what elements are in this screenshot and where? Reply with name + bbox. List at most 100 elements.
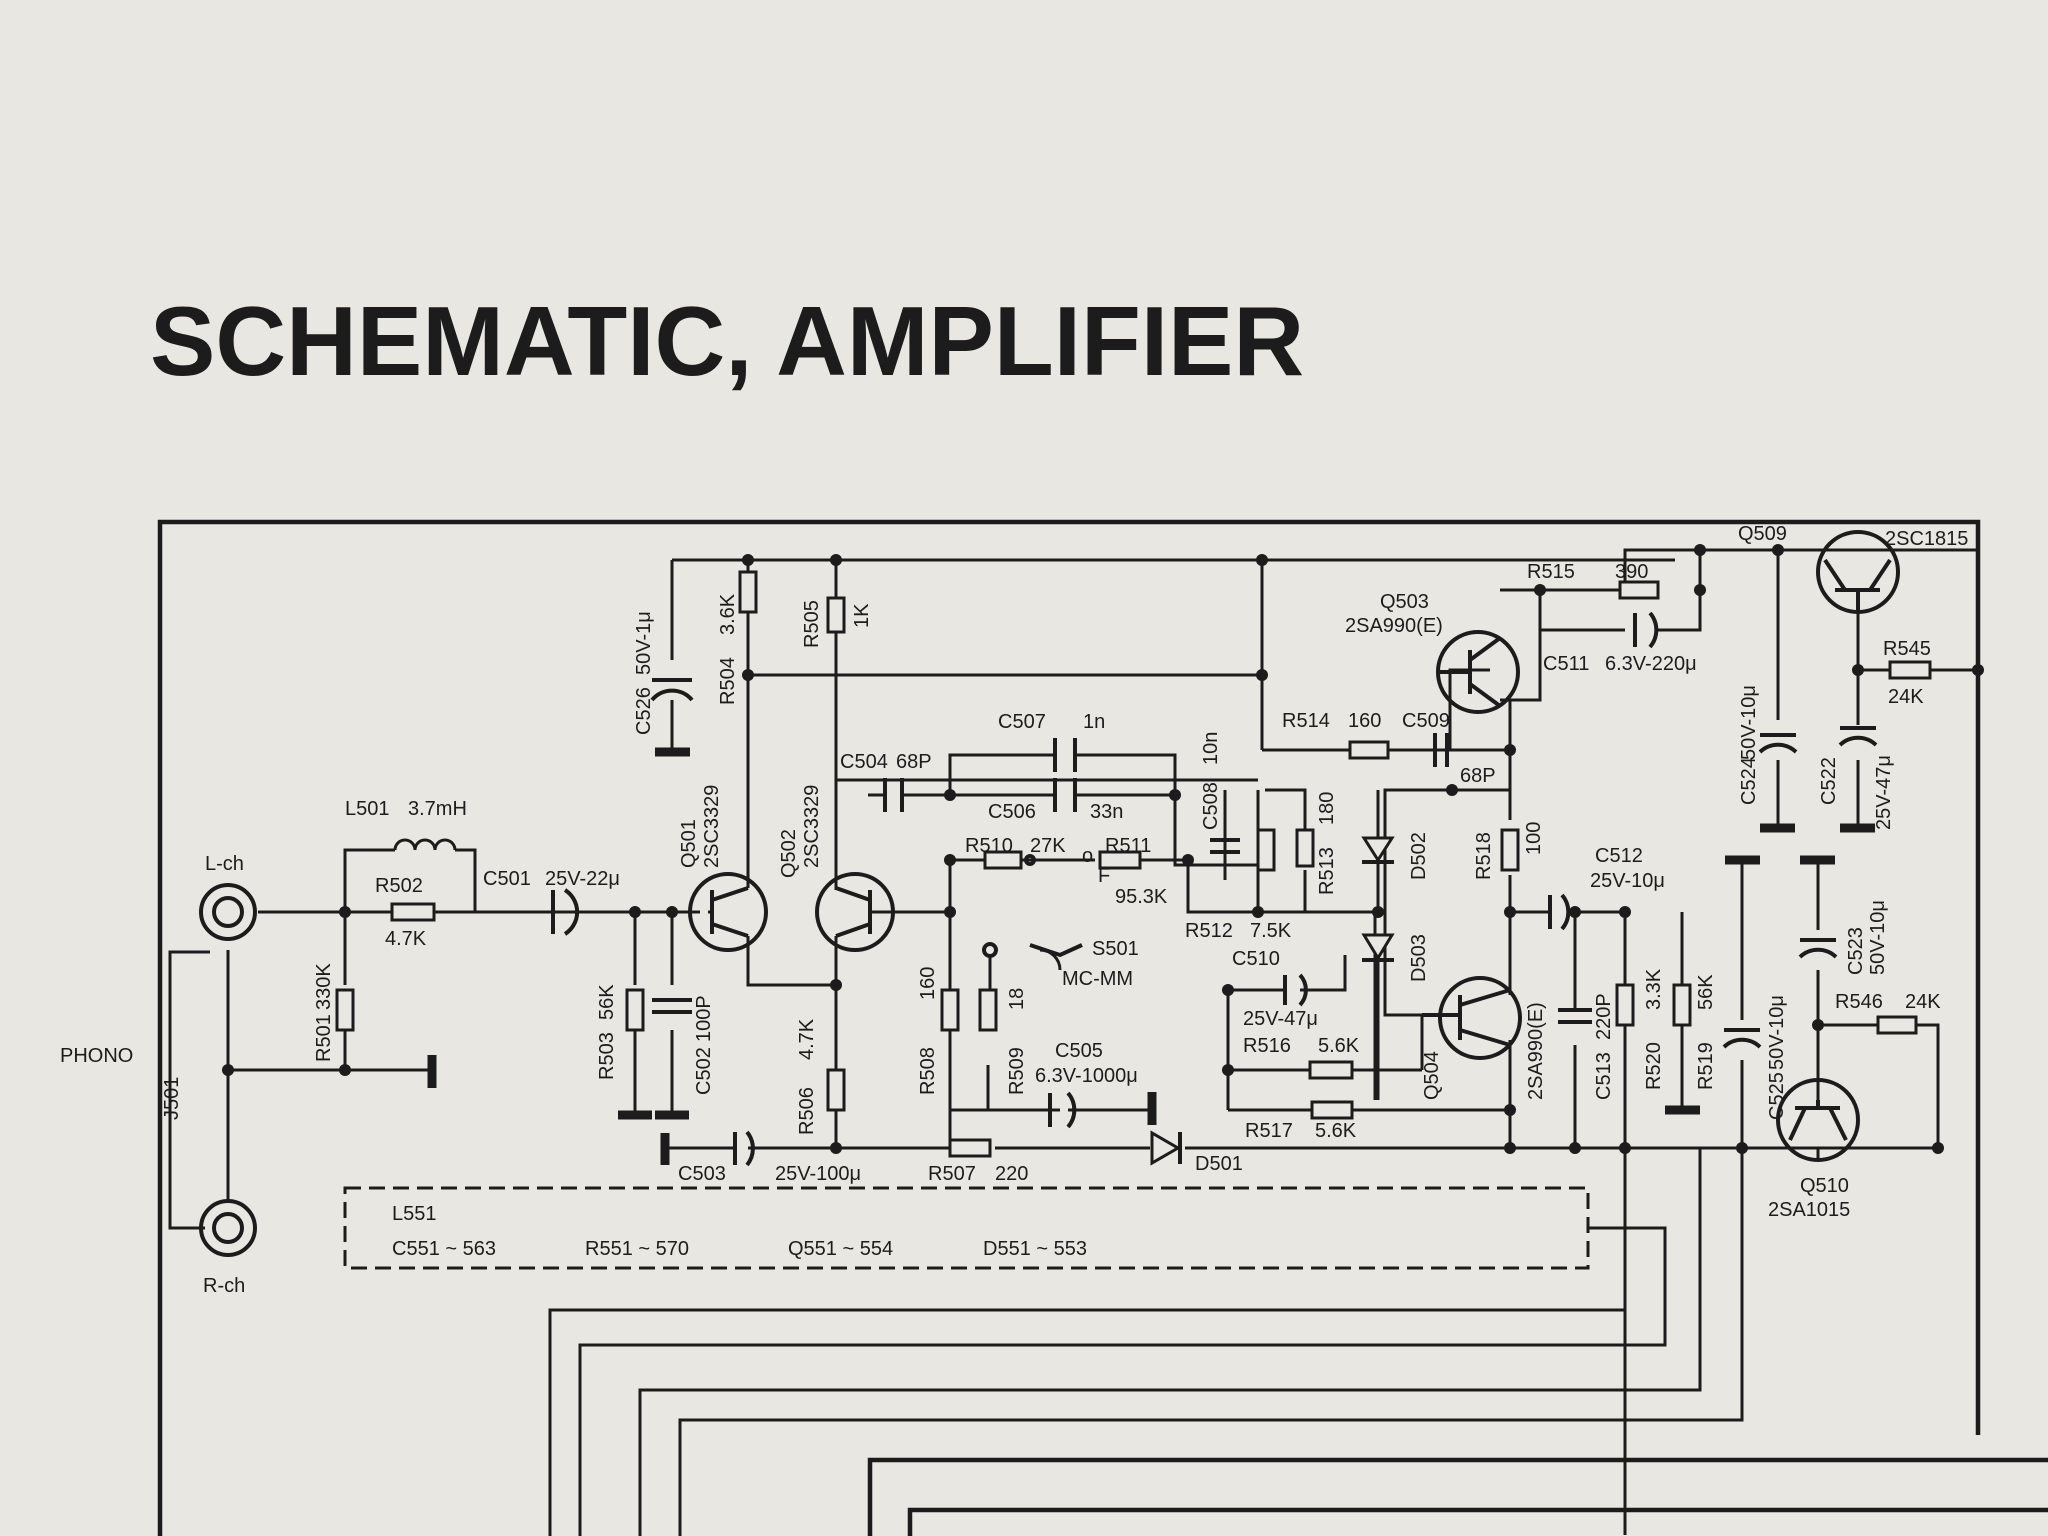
val-c525: 50V-10μ xyxy=(1766,995,1788,1070)
ref-c505: C505 xyxy=(1055,1040,1103,1062)
val-c526: 50V-1μ xyxy=(633,611,655,675)
ref-q502: Q502 xyxy=(778,829,800,878)
ref-r504: R504 xyxy=(717,657,739,705)
val-c501: 25V-22μ xyxy=(545,868,620,890)
rch-block xyxy=(343,1186,1590,1270)
ref-c501: C501 xyxy=(483,868,531,890)
lch-label: L-ch xyxy=(205,853,244,875)
val-c502: 100P xyxy=(693,995,715,1042)
ref-r509: R509 xyxy=(1006,1047,1028,1095)
ref-r501: R501 xyxy=(313,1014,335,1062)
ref-r505: R505 xyxy=(801,600,823,648)
ref-r515: R515 xyxy=(1527,561,1575,583)
switch-mark-mm: F xyxy=(1098,865,1110,887)
val-r506: 4.7K xyxy=(796,1018,818,1060)
val-c506: 33n xyxy=(1090,801,1123,823)
val-r509: 18 xyxy=(1006,988,1028,1010)
val-q510: 2SA1015 xyxy=(1768,1199,1850,1221)
val-q504: 2SA990(E) xyxy=(1525,1002,1547,1100)
ref-r511: R511 xyxy=(1105,835,1151,857)
ref-q503: Q503 xyxy=(1380,591,1429,613)
ref-c513: C513 xyxy=(1593,1052,1615,1100)
val-r504: 3.6K xyxy=(717,593,739,635)
phono-label: PHONO xyxy=(60,1045,133,1067)
ref-c522: C522 xyxy=(1818,757,1840,805)
ref-c525: C525 xyxy=(1766,1072,1788,1120)
val-c504: 68P xyxy=(896,751,932,773)
switch-mark-mc: o xyxy=(1082,845,1093,867)
val-r503: 56K xyxy=(596,984,618,1020)
val-r515: 390 xyxy=(1615,561,1648,583)
val-c503: 25V-100μ xyxy=(775,1163,861,1185)
transistor-q509 xyxy=(1816,530,1900,614)
ref-r502: R502 xyxy=(375,875,423,897)
val-q509: 2SC1815 xyxy=(1885,528,1968,550)
jack-label: J501 xyxy=(161,1077,183,1120)
inductor-l501 xyxy=(393,838,457,851)
ref-c503: C503 xyxy=(678,1163,726,1185)
ref-r510: R510 xyxy=(965,835,1013,857)
diodes xyxy=(1150,836,1395,1166)
transistor-q501 xyxy=(688,872,768,952)
val-r510: 27K xyxy=(1030,835,1066,857)
resistor-bodies xyxy=(335,570,1932,1158)
ref-r519: R519 xyxy=(1695,1042,1717,1090)
val-r519: 56K xyxy=(1695,974,1717,1010)
ref-c511: C511 xyxy=(1543,653,1589,675)
transistor-q503 xyxy=(1436,630,1520,714)
val-c507: 1n xyxy=(1083,711,1105,733)
ref-c507: C507 xyxy=(998,711,1046,733)
val-c508: 10n xyxy=(1200,732,1222,765)
val-r501: 330K xyxy=(313,963,335,1010)
rch-block-ref: L551 xyxy=(392,1203,437,1225)
val-c522: 25V-47μ xyxy=(1873,755,1895,830)
val-c523: 50V-10μ xyxy=(1867,900,1889,975)
ref-d503: D503 xyxy=(1408,934,1430,982)
rch-block-transistors: Q551 ~ 554 xyxy=(788,1238,893,1260)
val-r516: 5.6K xyxy=(1318,1035,1360,1057)
ground-bars xyxy=(427,747,1875,1165)
ref-q509: Q509 xyxy=(1738,523,1787,545)
val-r545: 24K xyxy=(1888,686,1924,708)
ref-r517: R517 xyxy=(1245,1120,1293,1142)
val-c524: 50V-10μ xyxy=(1738,685,1760,760)
val-r508: 160 xyxy=(917,967,939,1000)
val-c513: 220P xyxy=(1593,993,1615,1040)
ref-c526: C526 xyxy=(633,687,655,735)
val-r513: 180 xyxy=(1316,792,1338,825)
transistor-q504 xyxy=(1422,976,1522,1060)
rch-block-resistors: R551 ~ 570 xyxy=(585,1238,689,1260)
val-c512: 25V-10μ xyxy=(1590,870,1665,892)
wiring xyxy=(168,548,1980,1536)
ref-r518: R518 xyxy=(1473,832,1495,880)
val-s501: MC-MM xyxy=(1062,968,1133,990)
ref-r503: R503 xyxy=(596,1032,618,1080)
val-r511: 95.3K xyxy=(1115,886,1168,908)
ref-q510: Q510 xyxy=(1800,1175,1849,1197)
val-r546: 24K xyxy=(1905,991,1941,1013)
phono-jack-left xyxy=(199,883,257,941)
ref-r520: R520 xyxy=(1643,1042,1665,1090)
ref-c523: C523 xyxy=(1845,927,1867,975)
ref-d501: D501 xyxy=(1195,1153,1243,1175)
labels: PHONO J501 L-ch R-ch L501 3.7mH R502 4.7… xyxy=(60,523,1968,1297)
ref-c524: C524 xyxy=(1738,757,1760,805)
ref-d502: D502 xyxy=(1408,832,1430,880)
ref-c502: C502 xyxy=(693,1047,715,1095)
ref-r516: R516 xyxy=(1243,1035,1291,1057)
ref-c506: C506 xyxy=(988,801,1036,823)
val-r507: 220 xyxy=(995,1163,1028,1185)
ref-q501: Q501 xyxy=(678,819,700,868)
val-q501: 2SC3329 xyxy=(701,785,723,868)
rch-label: R-ch xyxy=(203,1275,245,1297)
ref-r546: R546 xyxy=(1835,991,1883,1013)
ref-r507: R507 xyxy=(928,1163,976,1185)
transistor-q510 xyxy=(1776,1078,1860,1162)
val-r505: 1K xyxy=(851,603,873,628)
val-c505: 6.3V-1000μ xyxy=(1035,1065,1138,1087)
ref-c509: C509 xyxy=(1402,710,1450,732)
switch-s501 xyxy=(982,854,1083,990)
val-r520: 3.3K xyxy=(1643,968,1665,1010)
ref-s501: S501 xyxy=(1092,938,1139,960)
